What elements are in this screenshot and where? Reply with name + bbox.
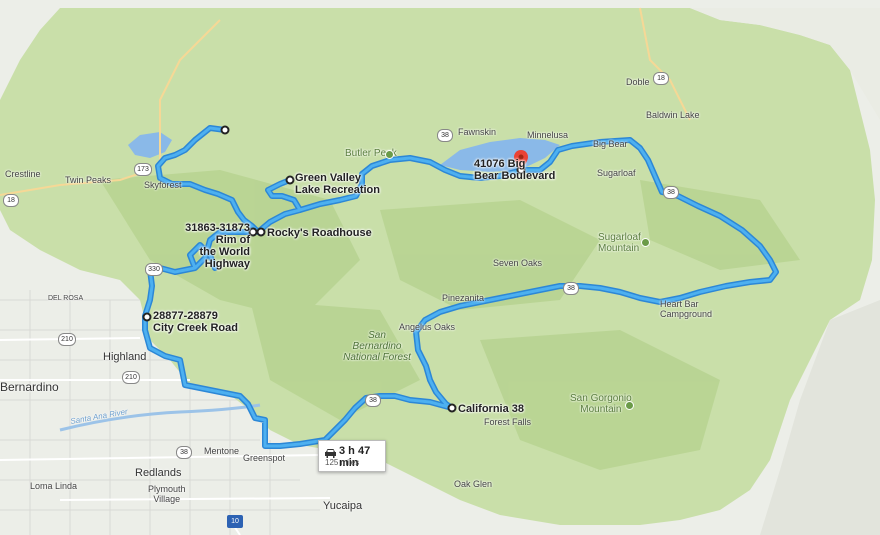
highway-18-shield-icon: 18 — [653, 72, 669, 85]
interstate-10-shield-icon: 10 — [227, 515, 243, 528]
waypoint-label-rockys[interactable]: Rocky's Roadhouse — [267, 227, 372, 239]
place-minnelusa: Minnelusa — [527, 130, 569, 140]
highway-38-south-shield-icon: 38 — [365, 394, 381, 407]
destination-pin-icon[interactable] — [514, 150, 528, 170]
san-gorgonio-icon — [625, 401, 634, 410]
big-bear-lake — [440, 138, 560, 172]
waypoint-label-city-creek[interactable]: 28877-28879 City Creek Road — [153, 310, 238, 334]
highway-38-lake-shield-icon: 38 — [437, 129, 453, 142]
waypoint-label-big-bear[interactable]: 41076 Big Bear Boulevard — [474, 158, 556, 182]
highway-38-mentone-shield-icon: 38 — [176, 446, 192, 459]
highway-173-shield-icon: 173 — [134, 163, 152, 176]
butler-peak-icon — [385, 150, 394, 159]
place-doble: Doble — [626, 77, 650, 87]
highway-210-shield-icon: 210 — [58, 333, 76, 346]
highway-38-east-shield-icon: 38 — [663, 186, 679, 199]
place-skyforest: Skyforest — [144, 180, 182, 190]
waypoint-marker-city-creek — [142, 312, 152, 322]
waypoint-marker-green-valley — [285, 175, 295, 185]
place-twin-peaks: Twin Peaks — [65, 175, 112, 185]
highway-210-b-shield-icon: 210 — [122, 371, 140, 384]
waypoint-marker-ca38 — [447, 403, 457, 413]
place-big-bear: Big Bear — [593, 139, 628, 149]
place-san-gorgonio: San Gorgonio Mountain — [570, 393, 632, 415]
place-sugarloaf: Sugarloaf — [597, 168, 636, 178]
car-icon — [325, 449, 336, 458]
place-greenspot: Greenspot — [243, 453, 286, 463]
route-info-box[interactable]: 3 h 47 min 125 miles — [318, 440, 386, 472]
waypoint-marker-rim — [248, 227, 258, 237]
place-mentone: Mentone — [204, 446, 240, 456]
place-national-forest: San Bernardino National Forest — [343, 330, 411, 363]
highway-38-mid-shield-icon: 38 — [563, 282, 579, 295]
waypoint-label-rim-of-world[interactable]: 31863-31873 Rim of the World Highway — [185, 222, 250, 270]
place-yucaipa: Yucaipa — [323, 500, 363, 512]
place-plymouth-village: Plymouth Village — [148, 484, 186, 504]
place-del-rosa: DEL ROSA — [48, 295, 84, 302]
place-fawnskin: Fawnskin — [458, 127, 497, 137]
highway-330-shield-icon: 330 — [145, 263, 163, 276]
place-forest-falls: Forest Falls — [484, 417, 532, 427]
place-loma-linda: Loma Linda — [30, 481, 78, 491]
route-distance: 125 miles — [325, 458, 360, 467]
waypoint-marker-start — [220, 125, 230, 135]
place-heart-bar: Heart Bar Campground — [660, 299, 713, 319]
place-baldwin-lake: Baldwin Lake — [646, 110, 700, 120]
place-oak-glen: Oak Glen — [454, 479, 493, 489]
place-redlands: Redlands — [135, 467, 182, 479]
route-duration: 3 h 47 min — [339, 445, 371, 469]
place-butler-peak: Butler Peak — [345, 148, 397, 159]
place-crestline: Crestline — [5, 169, 41, 179]
waypoint-label-green-valley[interactable]: Green Valley Lake Recreation — [295, 172, 380, 196]
place-pinezanita: Pinezanita — [442, 293, 485, 303]
place-highland: Highland — [103, 351, 147, 363]
place-angelus-oaks: Angelus Oaks — [399, 322, 456, 332]
sugarloaf-mountain-icon — [641, 238, 650, 247]
waypoint-marker-rockys — [256, 227, 266, 237]
place-san-bernardino: Bernardino — [0, 380, 59, 394]
highway-18-west-shield-icon: 18 — [3, 194, 19, 207]
place-seven-oaks: Seven Oaks — [493, 258, 543, 268]
place-sugarloaf-mountain: Sugarloaf Mountain — [598, 232, 641, 254]
waypoint-label-ca38[interactable]: California 38 — [458, 403, 525, 415]
